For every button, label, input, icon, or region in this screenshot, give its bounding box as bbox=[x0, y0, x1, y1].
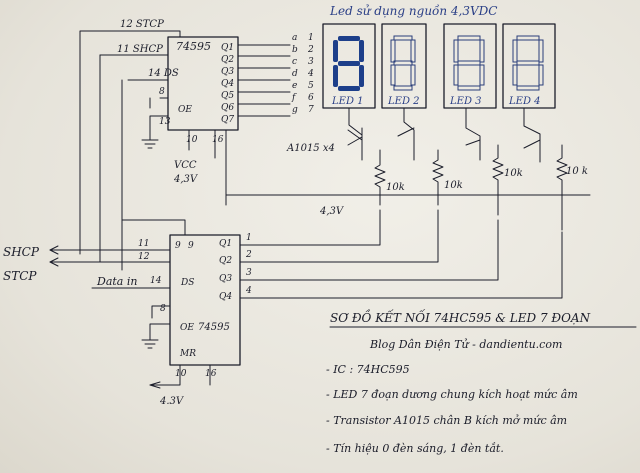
note-1: - IC : 74HC595 bbox=[326, 363, 410, 376]
bottom-pin9-label: 9 bbox=[175, 241, 181, 251]
bottom-vcc-value: 4.3V bbox=[159, 396, 185, 407]
seg-number-3: 3 bbox=[308, 57, 314, 67]
top-ic-pin-q6: Q6 bbox=[221, 103, 234, 113]
bottom-out-1: 1 bbox=[246, 233, 252, 243]
resistor-array bbox=[374, 144, 568, 231]
top-ic-pin-q7: Q7 bbox=[221, 115, 234, 125]
seg-number-5: 5 bbox=[308, 81, 314, 91]
bottom-pin-q2: Q2 bbox=[219, 256, 232, 266]
bottom-pin-q3: Q3 bbox=[219, 274, 232, 284]
top-vcc-label: VCC bbox=[174, 160, 197, 171]
led-display-1: LED 1 bbox=[322, 23, 376, 109]
seg-number-4: 4 bbox=[307, 69, 314, 79]
seg-letter-c: c bbox=[292, 57, 297, 67]
led-4-frame bbox=[502, 23, 556, 109]
segment-bus bbox=[237, 44, 291, 117]
led-supply-note: Led sử dụng nguồn 4,3VDC bbox=[329, 3, 497, 18]
bottom-oe-label: OE bbox=[180, 323, 194, 333]
led-4-segments bbox=[512, 35, 544, 91]
resistor-1-label: 10k bbox=[386, 182, 405, 193]
bottom-mr-label: MR bbox=[179, 349, 196, 359]
stcp-input-label: STCP bbox=[3, 269, 37, 283]
led-2-label: LED 2 bbox=[387, 96, 420, 107]
led-2-segments bbox=[390, 35, 416, 91]
seg-letter-d: d bbox=[292, 69, 298, 79]
led-display-2: LED 2 bbox=[381, 23, 427, 109]
note-2: - LED 7 đoạn dương chung kích hoạt mức â… bbox=[326, 388, 578, 401]
blog-line: Blog Dân Điện Tử - dandientu.com bbox=[369, 338, 562, 351]
bottom-ic-body bbox=[169, 234, 241, 366]
bottom-pin-q1: Q1 bbox=[219, 239, 232, 249]
rail-label: 4,3V bbox=[319, 206, 345, 217]
bottom-ic-wiring bbox=[49, 194, 563, 386]
led-1-segments bbox=[333, 36, 364, 91]
top-ds-label: 14 DS bbox=[148, 68, 179, 79]
shcp-input-label: SHCP bbox=[3, 245, 40, 259]
top-vcc-value: 4,3V bbox=[173, 174, 199, 185]
top-pin8-label: 8 bbox=[159, 87, 165, 97]
led-3-segments bbox=[453, 35, 485, 91]
note-3: - Transistor A1015 chân B kích mở mức âm bbox=[326, 414, 567, 427]
top-oe-label: OE bbox=[178, 105, 192, 115]
top-stcp-label: 12 STCP bbox=[120, 19, 164, 30]
top-pin16-label: 16 bbox=[212, 135, 224, 145]
resistor-2-label: 10k bbox=[444, 180, 463, 191]
bottom-pin-14: 14 bbox=[150, 276, 162, 286]
transistor-array bbox=[347, 107, 541, 163]
bottom-pin-q4: Q4 bbox=[219, 292, 232, 302]
bottom-pin9-value: 9 bbox=[188, 241, 194, 251]
note-4: - Tín hiệu 0 đèn sáng, 1 đèn tắt. bbox=[326, 442, 504, 455]
top-shcp-label: 11 SHCP bbox=[117, 44, 163, 55]
seg-number-6: 6 bbox=[308, 93, 314, 103]
bottom-ds-label: DS bbox=[180, 278, 194, 288]
top-ic-pin-q2: Q2 bbox=[221, 55, 234, 65]
top-ic-pin-q3: Q3 bbox=[221, 67, 234, 77]
seg-letter-e: e bbox=[292, 81, 297, 91]
shcp-arrow-icon bbox=[49, 245, 59, 255]
top-ic-part: 74595 bbox=[176, 40, 211, 53]
bottom-out-4: 4 bbox=[245, 286, 252, 296]
led-display-3: LED 3 bbox=[443, 23, 497, 109]
input-arrows bbox=[49, 245, 161, 389]
seg-letter-a: a bbox=[292, 33, 297, 43]
diagram-title: SƠ ĐỒ KẾT NỐI 74HC595 & LED 7 ĐOẠN bbox=[330, 308, 591, 325]
seg-letter-f: f bbox=[291, 93, 297, 103]
top-ic-pin-q1: Q1 bbox=[221, 43, 234, 53]
bottom-pin10-label: 10 bbox=[175, 369, 187, 379]
led-3-label: LED 3 bbox=[449, 96, 482, 107]
vcc-arrow-icon bbox=[149, 381, 161, 389]
bottom-pin8-label: 8 bbox=[160, 304, 166, 314]
bottom-pin-11: 11 bbox=[138, 239, 149, 249]
stcp-arrow-icon bbox=[49, 257, 59, 267]
resistor-4-label: 10 k bbox=[566, 166, 588, 177]
transistor-label: A1015 x4 bbox=[286, 143, 335, 154]
top-ic-pin-q5: Q5 bbox=[221, 91, 234, 101]
resistor-3-label: 10k bbox=[504, 168, 523, 179]
led-4-label: LED 4 bbox=[508, 96, 541, 107]
top-ic-pin-q4: Q4 bbox=[221, 79, 234, 89]
top-pin13-label: 13 bbox=[159, 117, 171, 127]
bottom-pin16-label: 16 bbox=[205, 369, 217, 379]
bottom-out-3: 3 bbox=[246, 268, 252, 278]
bottom-pin-12: 12 bbox=[138, 252, 150, 262]
bottom-out-2: 2 bbox=[245, 250, 252, 260]
bottom-shift-register: 9 9 11 12 14 DS 8 OE 74595 MR Q1 Q2 Q3 Q… bbox=[138, 233, 252, 407]
data-in-label: Data in bbox=[96, 275, 137, 288]
seg-letter-b: b bbox=[292, 45, 298, 55]
led-1-label: LED 1 bbox=[331, 96, 364, 107]
seg-letter-g: g bbox=[292, 105, 298, 115]
led-3-frame bbox=[443, 23, 497, 109]
bottom-ic-part: 74595 bbox=[198, 322, 230, 333]
seg-number-1: 1 bbox=[308, 33, 314, 43]
notes-block: SƠ ĐỒ KẾT NỐI 74HC595 & LED 7 ĐOẠN Blog … bbox=[326, 308, 637, 455]
top-shift-register: 74595 Q1 Q2 Q3 Q4 Q5 Q6 Q7 12 STCP 11 SH… bbox=[117, 19, 239, 185]
top-ic-body bbox=[167, 36, 239, 131]
top-pin10-label: 10 bbox=[186, 135, 198, 145]
seg-number-2: 2 bbox=[307, 45, 314, 55]
seg-number-7: 7 bbox=[308, 105, 314, 115]
led-display-4: LED 4 bbox=[502, 23, 556, 109]
